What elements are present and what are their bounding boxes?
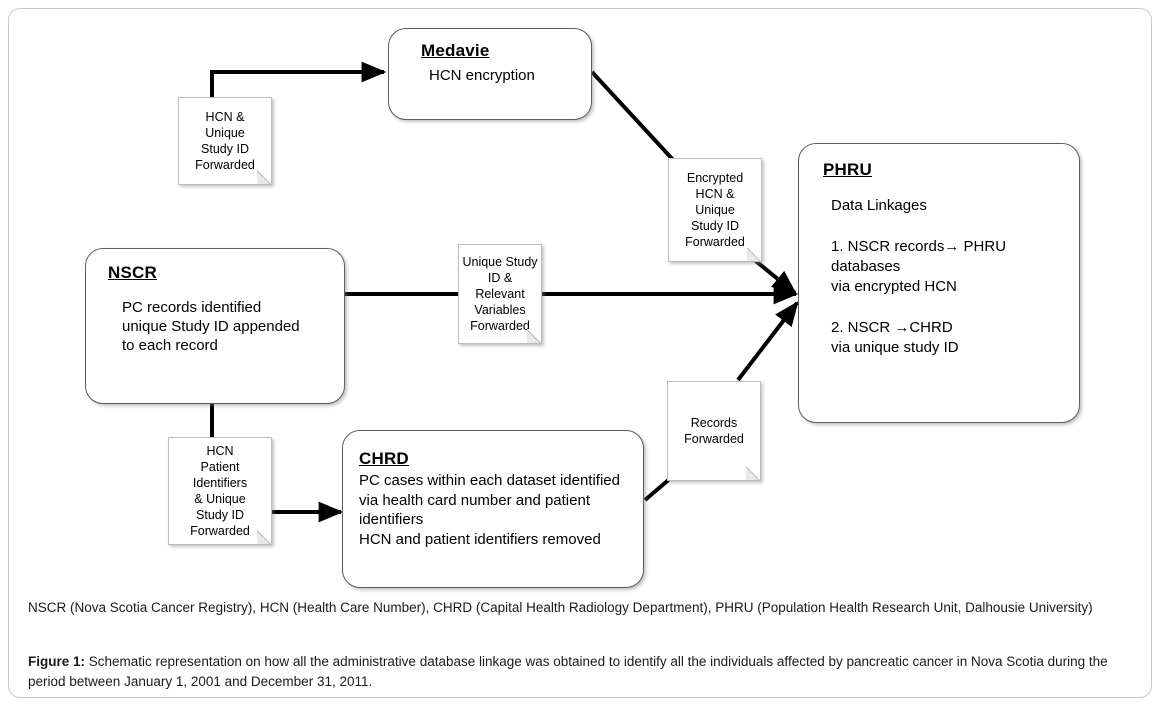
figure-caption: Figure 1: Schematic representation on ho…: [28, 652, 1138, 691]
page-fold-icon: [257, 530, 272, 545]
box-nscr-title: NSCR: [108, 263, 157, 282]
doc-hcn-unique-study-id[interactable]: HCN & Unique Study ID Forwarded: [178, 97, 272, 185]
doc-unique-study-id-variables[interactable]: Unique Study ID & Relevant Variables For…: [458, 244, 542, 344]
connector-medavie-to-encrypted-doc: [590, 70, 678, 165]
box-chrd-title: CHRD: [359, 449, 409, 468]
box-chrd-body: PC cases within each dataset identified …: [359, 472, 620, 548]
doc-hcn-patient-identifiers-text: HCN Patient Identifiers & Unique Study I…: [190, 444, 250, 538]
page-fold-icon: [746, 466, 761, 481]
doc-encrypted-hcn[interactable]: Encrypted HCN & Unique Study ID Forwarde…: [668, 158, 762, 262]
box-nscr-body: PC records identified unique Study ID ap…: [122, 299, 300, 354]
figure-legend-text: NSCR (Nova Scotia Cancer Registry), HCN …: [28, 600, 1093, 615]
doc-encrypted-hcn-text: Encrypted HCN & Unique Study ID Forwarde…: [685, 171, 745, 249]
connector-records-doc-to-phru: [736, 301, 799, 382]
box-phru[interactable]: PHRU Data Linkages 1. NSCR records→ PHRU…: [798, 143, 1080, 423]
box-chrd[interactable]: CHRD PC cases within each dataset identi…: [342, 430, 644, 588]
figure-caption-text: Schematic representation on how all the …: [28, 654, 1108, 689]
page-fold-icon: [747, 247, 762, 262]
doc-hcn-unique-study-id-text: HCN & Unique Study ID Forwarded: [195, 110, 255, 172]
page-fold-icon: [527, 329, 542, 344]
box-medavie-title: Medavie: [421, 41, 490, 60]
box-medavie[interactable]: Medavie HCN encryption: [388, 28, 592, 120]
box-phru-body: Data Linkages 1. NSCR records→ PHRU data…: [831, 197, 1007, 356]
doc-hcn-patient-identifiers[interactable]: HCN Patient Identifiers & Unique Study I…: [168, 437, 272, 545]
doc-records-forwarded-text: Records Forwarded: [684, 416, 744, 446]
doc-records-forwarded[interactable]: Records Forwarded: [667, 381, 761, 481]
figure-legend: NSCR (Nova Scotia Cancer Registry), HCN …: [28, 598, 1138, 618]
connector-encrypted-doc-to-phru: [750, 256, 797, 295]
page-fold-icon: [257, 170, 272, 185]
box-nscr[interactable]: NSCR PC records identified unique Study …: [85, 248, 345, 404]
figure-caption-label: Figure 1:: [28, 654, 86, 669]
box-medavie-body: HCN encryption: [429, 67, 535, 84]
doc-unique-study-id-variables-text: Unique Study ID & Relevant Variables For…: [462, 255, 538, 333]
box-phru-title: PHRU: [823, 160, 872, 179]
